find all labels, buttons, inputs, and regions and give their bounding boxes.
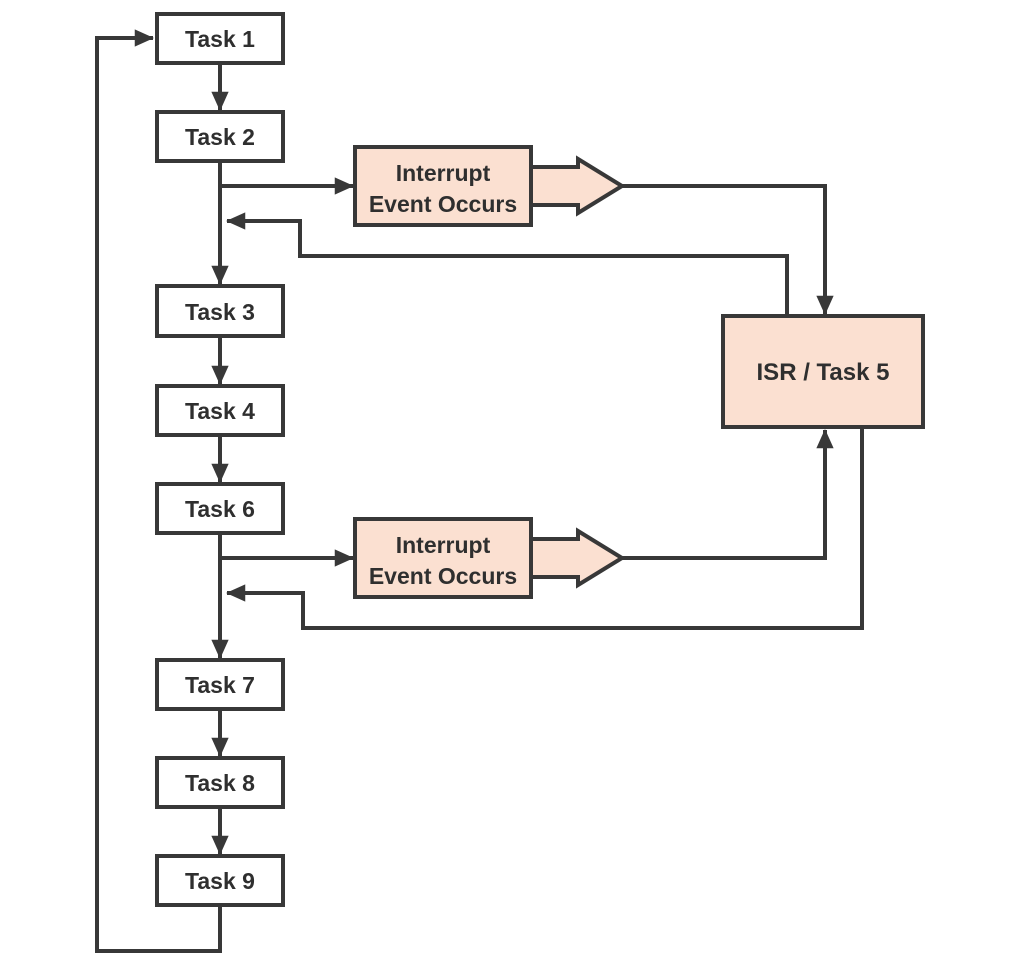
task1-box <box>155 12 285 65</box>
node-interrupt-top: Interrupt Event Occurs <box>353 145 533 227</box>
node-task1: Task 1 <box>155 12 285 65</box>
task7-label: Task 7 <box>185 672 255 698</box>
node-task9: Task 9 <box>155 854 285 907</box>
interrupt-bottom-label-line1: Interrupt <box>396 532 491 558</box>
edge-isr-return-top <box>226 212 789 316</box>
interrupt-top-box <box>353 145 533 227</box>
block-arrow-bottom <box>529 527 626 589</box>
nodes: Task 1 Task 2 Task 3 Task 4 Task 6 Task … <box>155 12 925 907</box>
interrupt-bottom-box <box>353 517 533 599</box>
node-task3: Task 3 <box>155 284 285 338</box>
interrupt-top-label-line2: Event Occurs <box>369 191 517 217</box>
node-task8: Task 8 <box>155 756 285 809</box>
block-arrow-top <box>529 155 626 217</box>
node-task7: Task 7 <box>155 658 285 711</box>
node-task2: Task 2 <box>155 110 285 163</box>
task7-box <box>155 658 285 711</box>
task4-box <box>155 384 285 437</box>
block-arrows <box>529 155 626 589</box>
task9-box <box>155 854 285 907</box>
task6-label: Task 6 <box>185 496 255 522</box>
node-isr-task5: ISR / Task 5 <box>721 314 925 429</box>
task8-label: Task 8 <box>185 770 255 796</box>
task3-label: Task 3 <box>185 299 255 325</box>
connectors <box>95 29 864 953</box>
task8-box <box>155 756 285 809</box>
edge-isr-return-bottom <box>226 427 864 630</box>
edge-task9-loop-task1 <box>95 29 222 953</box>
edge-interrupt-bottom-isr <box>622 429 834 560</box>
task6-box <box>155 482 285 535</box>
node-task6: Task 6 <box>155 482 285 535</box>
edge-interrupt-top-isr <box>620 184 834 315</box>
interrupt-top-label-line1: Interrupt <box>396 160 491 186</box>
isr-box <box>721 314 925 429</box>
node-task4: Task 4 <box>155 384 285 437</box>
task4-label: Task 4 <box>185 398 255 424</box>
task2-box <box>155 110 285 163</box>
task9-label: Task 9 <box>185 868 255 894</box>
interrupt-bottom-label-line2: Event Occurs <box>369 563 517 589</box>
node-interrupt-bottom: Interrupt Event Occurs <box>353 517 533 599</box>
task2-label: Task 2 <box>185 124 255 150</box>
task3-box <box>155 284 285 338</box>
task1-label: Task 1 <box>185 26 255 52</box>
isr-label: ISR / Task 5 <box>757 359 890 386</box>
